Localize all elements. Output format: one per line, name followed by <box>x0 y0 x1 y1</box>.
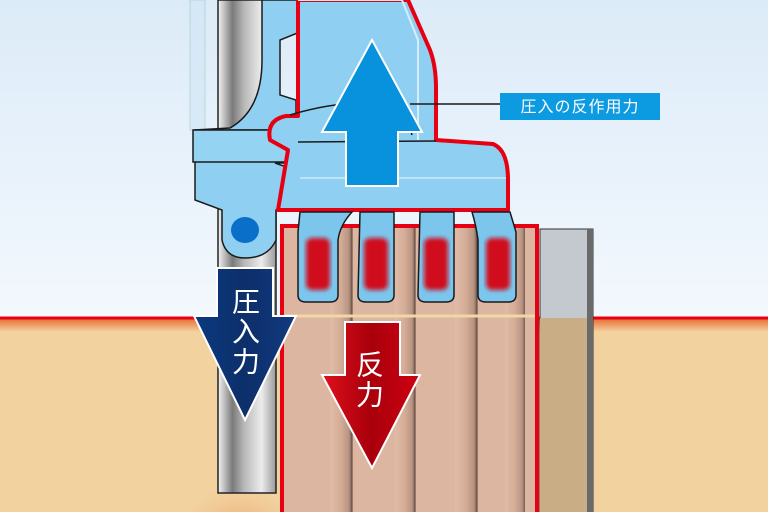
down-arrow-press-in-force <box>192 267 298 423</box>
down-arrow-reaction-force <box>320 321 422 471</box>
clamp-finger <box>297 211 354 303</box>
clamp-finger <box>470 211 517 303</box>
reaction-force-label: 反力 <box>352 350 385 410</box>
up-arrow-reaction-force <box>320 37 424 187</box>
existing-pile-right-buried <box>540 318 593 512</box>
clamp-fingers <box>297 211 517 303</box>
clamp-finger <box>417 211 455 303</box>
reaction-piles-outline <box>280 224 539 512</box>
callout-label-reaction-of-press-in: 圧入の反作用力 <box>500 93 660 120</box>
existing-pile-right-edge <box>587 229 593 512</box>
chuck-assembly <box>189 0 301 259</box>
press-in-force-label: 圧入力 <box>228 287 261 377</box>
clamp-finger <box>357 211 395 303</box>
